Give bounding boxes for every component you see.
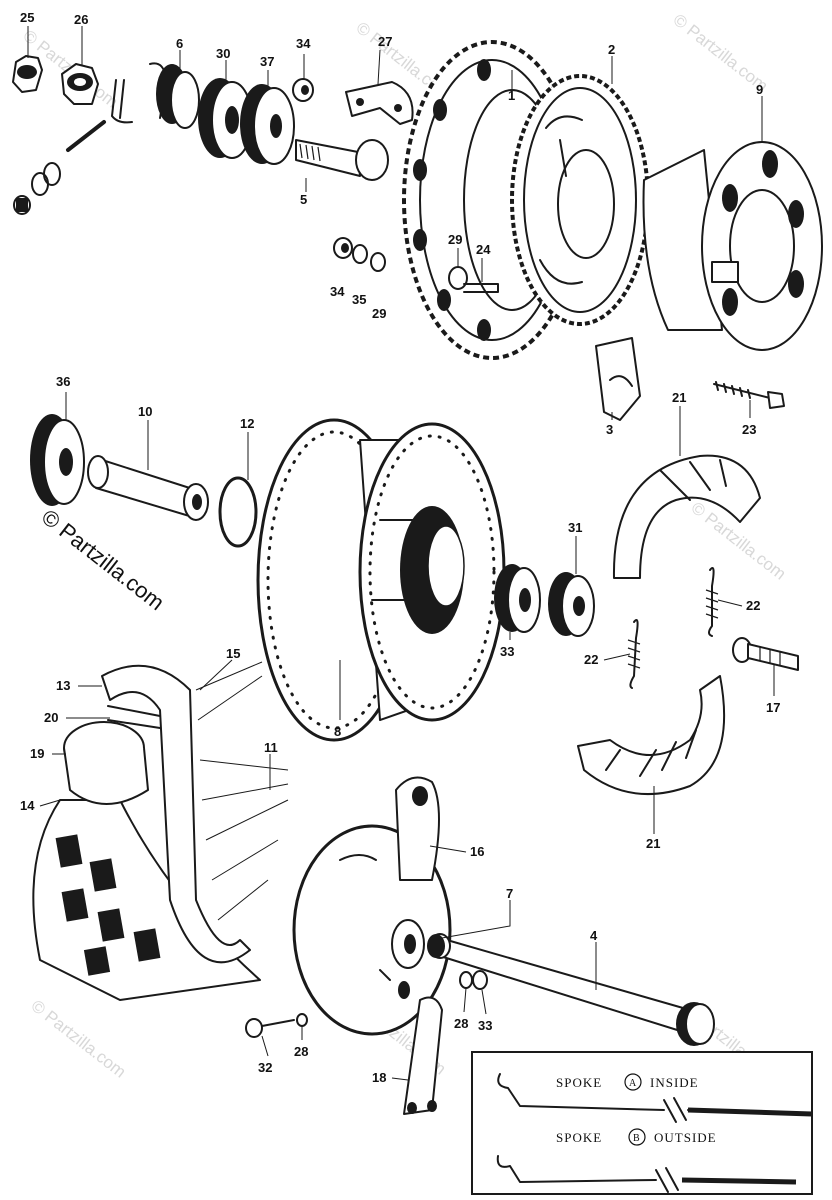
callout-18: 18 <box>372 1070 386 1085</box>
callout-29: 29 <box>448 232 462 247</box>
callout-26: 26 <box>74 12 88 27</box>
sprocket-bolt-5 <box>295 139 389 181</box>
spokes-11-15 <box>195 661 289 921</box>
spoke-legend-box: SPOKE A INSIDE SPOKE B OUTSIDE <box>471 1051 813 1195</box>
callout-13: 13 <box>56 678 70 693</box>
callout-3: 3 <box>606 422 613 437</box>
washer-35 <box>352 244 368 264</box>
hub-8 <box>256 418 506 742</box>
callout-16: 16 <box>470 844 484 859</box>
callout-4: 4 <box>590 928 598 943</box>
callout-7: 7 <box>506 886 513 901</box>
callout-17: 17 <box>766 700 780 715</box>
axle-spacer-10 <box>87 455 209 521</box>
bearing-36 <box>30 414 85 506</box>
callout-9: 9 <box>756 82 763 97</box>
callout-11: 11 <box>264 740 278 755</box>
callout-numbers: 25 26 6 30 37 34 27 1 2 9 5 29 24 34 35 … <box>20 10 780 1085</box>
callout-1: 1 <box>508 88 515 103</box>
washer-29-low <box>370 252 386 272</box>
washer-28-right <box>459 971 473 989</box>
callout-14: 14 <box>20 798 35 813</box>
callout-21-bottom: 21 <box>646 836 660 851</box>
callout-23: 23 <box>742 422 756 437</box>
axle-4 <box>429 933 715 1046</box>
torque-arm-18 <box>403 996 443 1115</box>
bearing-37 <box>240 84 295 165</box>
callout-27: 27 <box>378 34 392 49</box>
callout-34: 34 <box>296 36 311 51</box>
tube-19 <box>63 721 149 805</box>
spoke-b-row: SPOKE B OUTSIDE <box>496 1128 797 1193</box>
callout-2: 2 <box>608 42 615 57</box>
callout-12: 12 <box>240 416 254 431</box>
callout-22: 22 <box>746 598 760 613</box>
spacer-6 <box>156 64 200 129</box>
spoke-a-row: SPOKE A INSIDE <box>497 1073 813 1123</box>
o-ring-12 <box>218 476 258 548</box>
callout-15: 15 <box>226 646 240 661</box>
callout-32: 32 <box>258 1060 272 1075</box>
brake-shoe-21-top <box>612 454 761 579</box>
axle-collar-7 <box>427 934 445 958</box>
washer-28-left <box>296 1013 308 1027</box>
callout-30: 30 <box>216 46 230 61</box>
spoke-b-letter: B <box>633 1133 640 1144</box>
callout-37: 37 <box>260 54 274 69</box>
brake-shoe-21-bottom <box>577 675 726 796</box>
spring-22-left <box>627 619 641 689</box>
rim-band-20 <box>107 705 161 729</box>
callout-34-low: 34 <box>330 284 345 299</box>
callout-22-left: 22 <box>584 652 598 667</box>
nut-25 <box>12 55 43 93</box>
bearing-33-mid <box>494 564 541 633</box>
callout-28: 28 <box>454 1016 468 1031</box>
callout-6: 6 <box>176 36 183 51</box>
callout-33: 33 <box>500 644 514 659</box>
nut-33-right <box>472 970 488 990</box>
spoke-a-letter: A <box>629 1078 637 1089</box>
washer-stack <box>13 120 106 215</box>
callout-35: 35 <box>352 292 366 307</box>
nut-34-top <box>292 78 314 102</box>
pin-17 <box>732 637 799 671</box>
nut-26 <box>61 63 99 105</box>
hub-flange-9 <box>642 141 823 351</box>
spoke-a-suffix: INSIDE <box>650 1075 699 1090</box>
watermark: © Partzilla.com <box>28 996 130 1082</box>
copyright-label: © Partzilla.com <box>37 504 169 615</box>
spring-22-right <box>705 567 719 637</box>
brake-panel-16 <box>292 776 452 1036</box>
spoke-b-label: SPOKE <box>556 1130 602 1145</box>
callout-36: 36 <box>56 374 70 389</box>
callout-21: 21 <box>672 390 686 405</box>
seal-31 <box>548 572 595 637</box>
rim-13 <box>101 664 251 964</box>
spoke-a-label: SPOKE <box>556 1075 602 1090</box>
callout-19: 19 <box>30 746 44 761</box>
callout-24: 24 <box>476 242 491 257</box>
leader-lines <box>27 26 775 1081</box>
callout-8: 8 <box>334 724 341 739</box>
bolt-32 <box>245 1018 295 1038</box>
callout-33-bottom: 33 <box>478 1018 492 1033</box>
lock-plate-27 <box>345 81 414 125</box>
brake-cam-lever-3 <box>595 337 641 421</box>
callout-31: 31 <box>568 520 582 535</box>
callout-20: 20 <box>44 710 58 725</box>
callout-5: 5 <box>300 192 307 207</box>
callout-28-left: 28 <box>294 1044 308 1059</box>
nut-34-low <box>333 237 353 259</box>
sprocket-2 <box>510 74 650 326</box>
spoke-b-suffix: OUTSIDE <box>654 1130 717 1145</box>
callout-25: 25 <box>20 10 34 25</box>
bolt-23 <box>713 381 785 409</box>
callout-10: 10 <box>138 404 152 419</box>
callout-29-low: 29 <box>372 306 386 321</box>
